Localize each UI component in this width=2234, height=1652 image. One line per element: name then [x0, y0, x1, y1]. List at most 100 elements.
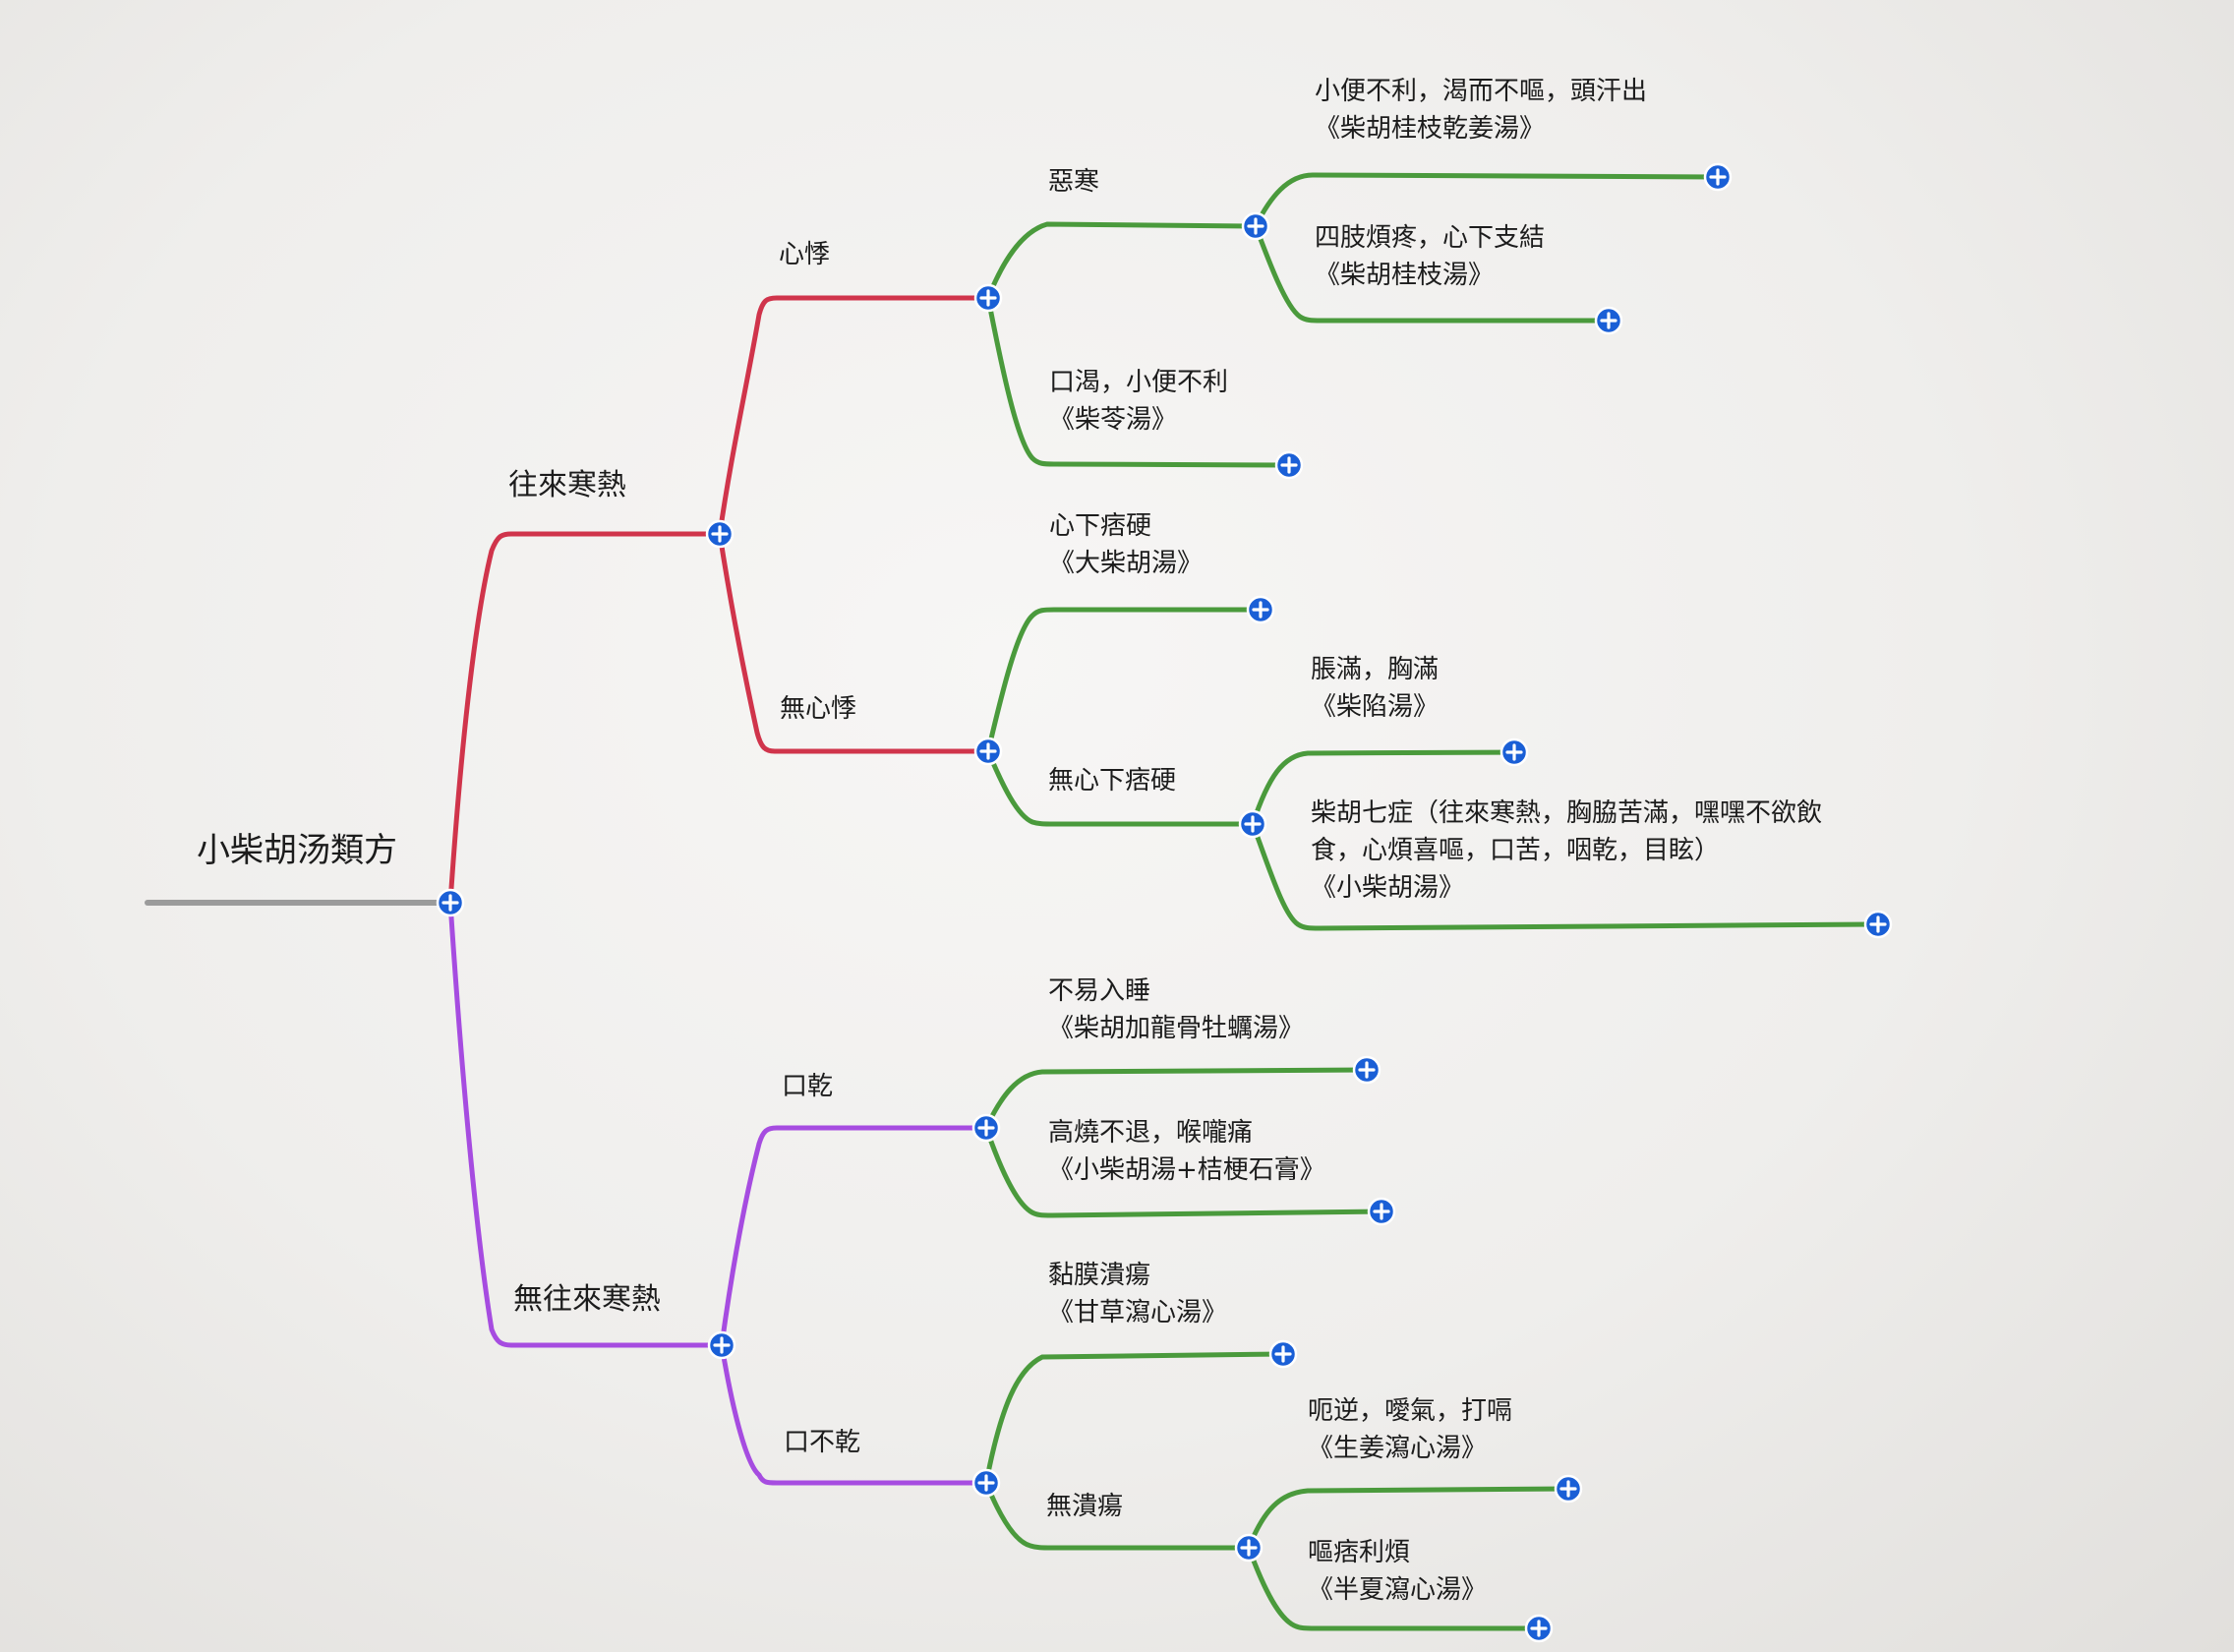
- expand-node-gancao-xiexin[interactable]: [1268, 1339, 1298, 1369]
- leaf-formula: 《小柴胡湯》: [1311, 873, 1465, 903]
- expand-node-no-alternating-chills-fever[interactable]: [707, 1330, 736, 1360]
- leaf-chailing[interactable]: 口渴，小便不利 《柴苓湯》: [1049, 364, 1228, 439]
- root-topic-label: 小柴胡汤類方: [197, 831, 397, 870]
- leaf-shengjiang-xiexin[interactable]: 呃逆，噯氣，打嗝 《生姜瀉心湯》: [1308, 1392, 1512, 1467]
- plus-circle-icon: [971, 1468, 1001, 1498]
- connector-no-alternating-chills-fever: [447, 900, 725, 1348]
- expand-node-chailing[interactable]: [1274, 450, 1304, 480]
- plus-circle-icon: [1367, 1197, 1396, 1226]
- topic-label: 無心悸: [780, 694, 857, 724]
- plus-circle-icon: [705, 519, 735, 549]
- leaf-chaihu-guizhi[interactable]: 四肢煩疼，心下支結 《柴胡桂枝湯》: [1315, 219, 1545, 294]
- leaf-symptoms: 心下痞硬: [1049, 511, 1152, 541]
- connector-banxia-leaf: [1246, 1545, 1542, 1631]
- expand-node-shengjiang-xiexin[interactable]: [1554, 1474, 1583, 1504]
- leaf-formula: 《柴胡加龍骨牡蠣湯》: [1048, 1014, 1305, 1043]
- topic-aversion-to-cold[interactable]: 惡寒: [1048, 163, 1099, 201]
- leaf-symptoms: 脹滿，胸滿: [1311, 655, 1440, 684]
- plus-circle-icon: [971, 1113, 1001, 1143]
- topic-no-dry-mouth[interactable]: 口不乾: [784, 1424, 860, 1461]
- plus-circle-icon: [707, 1330, 736, 1360]
- leaf-gancao-xiexin[interactable]: 黏膜潰瘍 《甘草瀉心湯》: [1048, 1257, 1227, 1331]
- expand-node-no-hard-fullness[interactable]: [1238, 809, 1267, 839]
- topic-alternating-chills-fever[interactable]: 往來寒熱: [508, 467, 626, 504]
- plus-circle-icon: [1234, 1533, 1264, 1563]
- expand-node-chaihu-guizhi-ganjiang[interactable]: [1703, 162, 1733, 192]
- topic-label: 無潰瘍: [1046, 1492, 1124, 1521]
- connector-palpitation: [717, 295, 991, 537]
- plus-circle-icon: [1594, 306, 1623, 335]
- leaf-symptoms: 黏膜潰瘍: [1048, 1261, 1151, 1290]
- expand-node-da-chaihu[interactable]: [1246, 595, 1275, 624]
- expand-node-longgu-muli[interactable]: [1352, 1055, 1382, 1085]
- connector-seven-symptoms-leaf: [1250, 821, 1881, 931]
- topic-no-alternating-chills-fever[interactable]: 無往來寒熱: [513, 1281, 661, 1319]
- plus-circle-icon: [1524, 1614, 1554, 1643]
- leaf-formula: 《柴陷湯》: [1311, 692, 1440, 722]
- leaf-formula: 《小柴胡湯+桔梗石膏》: [1048, 1155, 1325, 1185]
- connector-fullness-leaf: [1250, 749, 1517, 827]
- expand-node-aversion-to-cold[interactable]: [1241, 211, 1270, 241]
- connector-no-ulcer: [983, 1480, 1252, 1551]
- topic-palpitation[interactable]: 心悸: [779, 236, 830, 273]
- topic-dry-mouth[interactable]: 口乾: [782, 1068, 833, 1105]
- leaf-chaihu-guizhi-ganjiang[interactable]: 小便不利，渴而不嘔，頭汗出 《柴胡桂枝乾姜湯》: [1315, 73, 1647, 148]
- topic-label: 口不乾: [784, 1428, 861, 1457]
- leaf-xiao-chaihu[interactable]: 柴胡七症（往來寒熱，胸脇苦滿，嘿嘿不欲飲 食，心煩喜嘔，口苦，咽乾，目眩） 《小…: [1311, 795, 1822, 907]
- expand-node-dry-mouth[interactable]: [971, 1113, 1001, 1143]
- leaf-formula: 《柴胡桂枝湯》: [1315, 261, 1495, 290]
- expand-node-xiao-chaihu[interactable]: [1863, 910, 1893, 939]
- plus-circle-icon: [1238, 809, 1267, 839]
- plus-circle-icon: [1703, 162, 1733, 192]
- leaf-formula: 《柴苓湯》: [1049, 405, 1178, 435]
- plus-circle-icon: [436, 888, 465, 917]
- topic-no-ulcer[interactable]: 無潰瘍: [1046, 1488, 1123, 1525]
- topic-no-hard-fullness[interactable]: 無心下痞硬: [1048, 762, 1176, 799]
- leaf-formula: 《大柴胡湯》: [1049, 549, 1204, 578]
- leaf-xiao-chaihu-jiegeng[interactable]: 高燒不退，喉嚨痛 《小柴胡湯+桔梗石膏》: [1048, 1114, 1325, 1189]
- expand-node-palpitation[interactable]: [973, 283, 1003, 313]
- leaf-longgu-muli[interactable]: 不易入睡 《柴胡加龍骨牡蠣湯》: [1048, 973, 1304, 1047]
- connector-hard-fullness-leaf: [985, 607, 1264, 754]
- connector-fever-leaf: [983, 1125, 1384, 1218]
- plus-circle-icon: [973, 283, 1003, 313]
- expand-node-no-palpitation[interactable]: [973, 737, 1003, 766]
- plus-circle-icon: [1268, 1339, 1298, 1369]
- plus-circle-icon: [1863, 910, 1893, 939]
- topic-label: 心悸: [779, 240, 831, 269]
- topic-no-palpitation[interactable]: 無心悸: [780, 690, 856, 728]
- expand-node-no-dry-mouth[interactable]: [971, 1468, 1001, 1498]
- leaf-da-chaihu[interactable]: 心下痞硬 《大柴胡湯》: [1049, 507, 1203, 582]
- connector-no-hard-fullness: [985, 748, 1256, 827]
- leaf-banxia-xiexin[interactable]: 嘔痞利煩 《半夏瀉心湯》: [1308, 1534, 1487, 1609]
- expand-node-root[interactable]: [436, 888, 465, 917]
- expand-node-chaihu-guizhi[interactable]: [1594, 306, 1623, 335]
- leaf-symptoms: 小便不利，渴而不嘔，頭汗出: [1315, 77, 1648, 106]
- plus-circle-icon: [1499, 738, 1529, 767]
- connector-thirst-leaf: [985, 295, 1292, 468]
- expand-node-no-ulcer[interactable]: [1234, 1533, 1264, 1563]
- expand-node-banxia-xiexin[interactable]: [1524, 1614, 1554, 1643]
- plus-circle-icon: [1352, 1055, 1382, 1085]
- connector-alternating-chills-fever: [447, 531, 723, 906]
- connector-no-dry-mouth: [719, 1342, 989, 1486]
- expand-node-alternating-chills-fever[interactable]: [705, 519, 735, 549]
- expand-node-chaixian[interactable]: [1499, 738, 1529, 767]
- leaf-formula: 《生姜瀉心湯》: [1308, 1434, 1488, 1463]
- plus-circle-icon: [1554, 1474, 1583, 1504]
- leaf-symptoms-line2: 食，心煩喜嘔，口苦，咽乾，目眩）: [1311, 836, 1721, 865]
- root-topic[interactable]: 小柴胡汤類方: [197, 832, 397, 869]
- leaf-symptoms: 四肢煩疼，心下支結: [1315, 223, 1546, 253]
- leaf-formula: 《柴胡桂枝乾姜湯》: [1315, 114, 1546, 144]
- expand-node-xiao-chaihu-jiegeng[interactable]: [1367, 1197, 1396, 1226]
- leaf-symptoms-line1: 柴胡七症（往來寒熱，胸脇苦滿，嘿嘿不欲飲: [1311, 798, 1823, 828]
- leaf-formula: 《半夏瀉心湯》: [1308, 1575, 1488, 1605]
- topic-label: 口乾: [782, 1072, 834, 1101]
- leaf-symptoms: 高燒不退，喉嚨痛: [1048, 1118, 1254, 1148]
- leaf-chaixian[interactable]: 脹滿，胸滿 《柴陷湯》: [1311, 651, 1439, 726]
- connector-no-palpitation: [717, 531, 991, 754]
- topic-label: 無往來寒熱: [513, 1282, 661, 1317]
- leaf-symptoms: 不易入睡: [1048, 976, 1151, 1006]
- topic-label: 往來寒熱: [508, 468, 626, 502]
